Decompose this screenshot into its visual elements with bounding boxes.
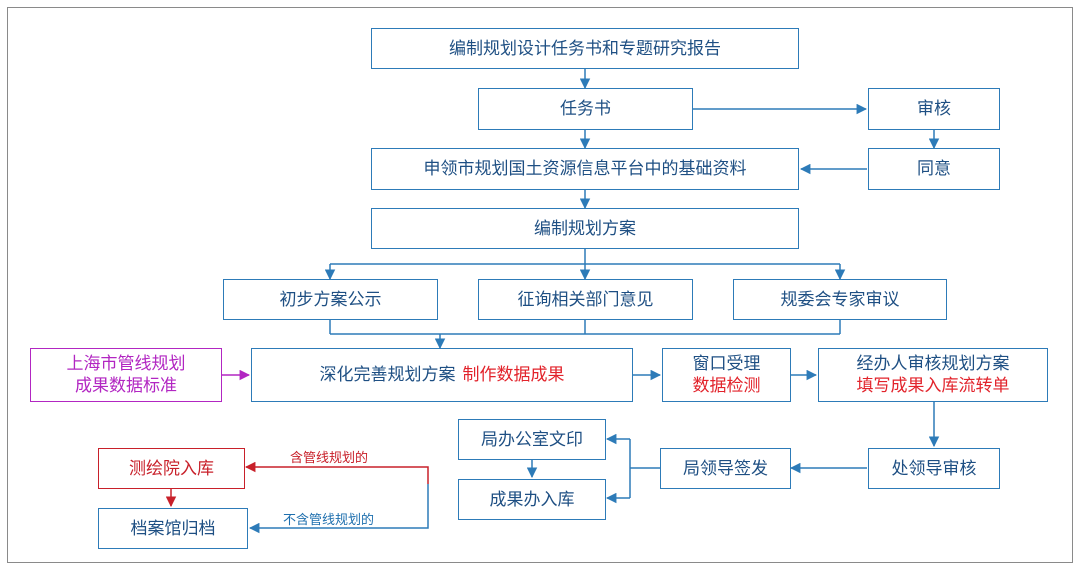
node-draft-plan: 编制规划方案: [371, 208, 799, 249]
node-result-storage-label: 成果办入库: [489, 489, 575, 510]
arrow-with-pipeline-to-survey: [244, 461, 429, 484]
node-consent-label: 同意: [917, 159, 951, 179]
node-task-report-label: 编制规划设计任务书和专题研究报告: [449, 38, 721, 59]
node-survey-storage: 测绘院入库: [98, 448, 245, 489]
node-fill-form-label: 填写成果入库流转单: [856, 376, 1010, 396]
node-make-data-label: 制作数据成果: [462, 365, 565, 385]
node-archive-label: 档案馆归档: [130, 518, 216, 539]
node-data-standard: 上海市管线规划 成果数据标准: [30, 348, 222, 402]
node-consent: 同意: [868, 148, 1000, 190]
node-window-accept: 窗口受理 数据检测: [662, 348, 791, 402]
node-consult-depts-label: 征询相关部门意见: [517, 289, 654, 310]
node-draft-plan-label: 编制规划方案: [534, 218, 636, 239]
node-data-standard-line2: 成果数据标准: [75, 376, 177, 396]
node-survey-storage-label: 测绘院入库: [129, 458, 214, 479]
node-office-print-label: 局办公室文印: [481, 429, 583, 450]
node-prelim-publicity: 初步方案公示: [223, 279, 438, 320]
arrow-without-pipeline-to-archive: [248, 484, 429, 534]
edge-label-with-pipeline: 含管线规划的: [290, 451, 369, 466]
node-task-report: 编制规划设计任务书和专题研究报告: [371, 28, 799, 69]
node-division-review-label: 处领导审核: [891, 458, 977, 479]
node-archive: 档案馆归档: [98, 508, 248, 549]
node-consult-depts: 征询相关部门意见: [478, 279, 693, 320]
node-refine-plan: 深化完善规划方案 制作数据成果: [251, 348, 633, 402]
node-bureau-sign-label: 局领导签发: [683, 458, 768, 479]
node-apply-data: 申领市规划国土资源信息平台中的基础资料: [371, 148, 799, 190]
node-task-book: 任务书: [478, 88, 693, 130]
node-bureau-sign: 局领导签发: [660, 448, 791, 489]
node-prelim-publicity-label: 初步方案公示: [279, 289, 382, 310]
node-data-standard-line1: 上海市管线规划: [66, 354, 186, 374]
node-review-label: 审核: [917, 99, 951, 119]
node-handler-review: 经办人审核规划方案 填写成果入库流转单: [818, 348, 1048, 402]
node-apply-data-label: 申领市规划国土资源信息平台中的基础资料: [423, 159, 747, 179]
node-window-accept-label: 窗口受理: [692, 354, 761, 374]
node-result-storage: 成果办入库: [458, 479, 606, 520]
node-expert-review-label: 规委会专家审议: [780, 289, 900, 310]
node-data-check-label: 数据检测: [692, 376, 761, 396]
node-handler-review-label: 经办人审核规划方案: [856, 354, 1010, 374]
edge-label-without-pipeline: 不含管线规划的: [283, 513, 375, 528]
node-division-review: 处领导审核: [868, 448, 1000, 489]
node-task-book-label: 任务书: [560, 99, 611, 119]
node-refine-plan-label: 深化完善规划方案: [319, 365, 456, 385]
node-office-print: 局办公室文印: [458, 419, 606, 460]
node-expert-review: 规委会专家审议: [733, 279, 947, 320]
node-review: 审核: [868, 88, 1000, 130]
